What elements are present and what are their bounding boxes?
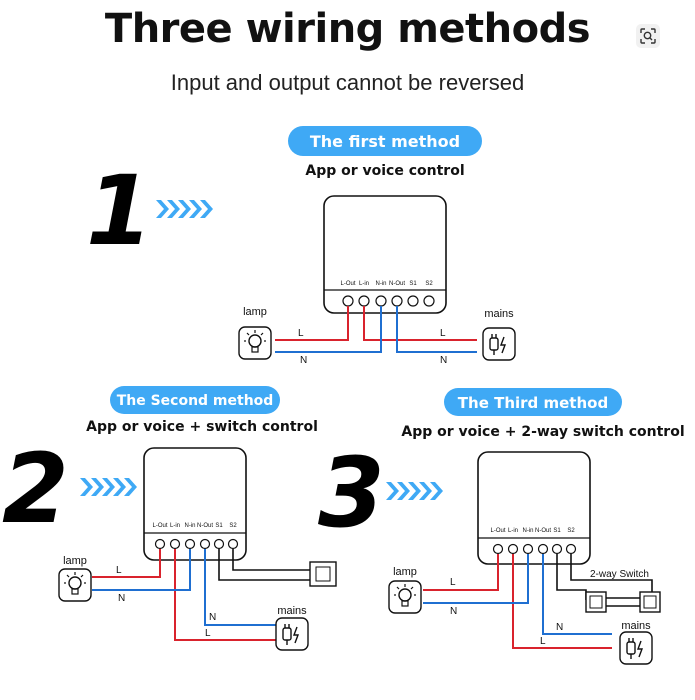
chevron-arrows-icon bbox=[386, 482, 443, 500]
svg-text:L-in: L-in bbox=[508, 528, 518, 534]
page-subtitle: Input and output cannot be reversed bbox=[170, 70, 525, 95]
neutral-wires bbox=[92, 549, 276, 626]
method-2: 2 The Second method App or voice + switc… bbox=[2, 386, 337, 651]
svg-text:L-in: L-in bbox=[170, 523, 180, 529]
method-1: 1 The first method App or voice control … bbox=[86, 126, 516, 366]
live-wires bbox=[92, 549, 276, 641]
svg-text:N-in: N-in bbox=[522, 528, 533, 534]
svg-text:S1: S1 bbox=[215, 523, 223, 529]
svg-text:S2: S2 bbox=[567, 528, 575, 534]
mains-label: mains bbox=[484, 308, 514, 320]
lamp-label: lamp bbox=[243, 306, 267, 318]
method-number: 3 bbox=[318, 437, 385, 549]
live-wires bbox=[423, 554, 612, 649]
svg-text:L: L bbox=[205, 628, 211, 639]
lamp-label: lamp bbox=[393, 566, 417, 578]
mains-label: mains bbox=[621, 620, 651, 632]
svg-text:S1: S1 bbox=[553, 528, 561, 534]
plug-icon bbox=[275, 617, 309, 651]
chevron-arrows-icon bbox=[80, 478, 137, 496]
chevron-arrows-icon bbox=[156, 200, 213, 218]
svg-text:S1: S1 bbox=[409, 281, 417, 287]
method-subtitle: App or voice control bbox=[305, 163, 464, 179]
lamp-label: lamp bbox=[63, 555, 87, 567]
svg-text:L: L bbox=[298, 328, 304, 339]
svg-text:N-in: N-in bbox=[375, 281, 386, 287]
svg-text:N: N bbox=[118, 593, 125, 604]
bulb-icon bbox=[58, 568, 92, 602]
svg-text:N: N bbox=[440, 355, 447, 366]
smart-switch-module: L-Out L-in N-in N-Out S1 S2 bbox=[477, 451, 591, 565]
svg-text:L-Out: L-Out bbox=[490, 528, 505, 534]
plug-icon bbox=[482, 327, 516, 361]
svg-text:N-Out: N-Out bbox=[389, 281, 405, 287]
bulb-icon bbox=[388, 580, 422, 614]
smart-switch-module: L-Out L-in N-in N-Out S1 S2 bbox=[323, 195, 447, 314]
svg-text:L-Out: L-Out bbox=[152, 523, 167, 529]
smart-switch-module: L-Out L-in N-in N-Out S1 S2 bbox=[143, 447, 247, 561]
scan-lens-icon[interactable] bbox=[636, 24, 660, 48]
bulb-icon bbox=[238, 326, 272, 360]
plug-icon bbox=[619, 631, 653, 665]
mains-label: mains bbox=[277, 605, 307, 617]
svg-text:N: N bbox=[556, 622, 563, 633]
svg-text:L-Out: L-Out bbox=[340, 281, 355, 287]
svg-text:N: N bbox=[300, 355, 307, 366]
live-wires bbox=[275, 306, 477, 341]
method-pill: The Second method bbox=[110, 386, 280, 414]
neutral-wires bbox=[423, 554, 612, 635]
svg-text:N-Out: N-Out bbox=[197, 523, 213, 529]
method-subtitle: App or voice + 2-way switch control bbox=[401, 424, 684, 440]
svg-text:N-Out: N-Out bbox=[535, 528, 551, 534]
svg-text:L: L bbox=[450, 577, 456, 588]
svg-text:The first method: The first method bbox=[310, 132, 460, 151]
page-title: Three wiring methods bbox=[104, 6, 591, 52]
svg-text:L: L bbox=[440, 328, 446, 339]
svg-text:The Second method: The Second method bbox=[117, 393, 274, 409]
neutral-wires bbox=[275, 306, 477, 353]
wall-switch-icon bbox=[309, 561, 337, 587]
svg-text:The Third method: The Third method bbox=[458, 394, 608, 412]
svg-text:N: N bbox=[450, 606, 457, 617]
svg-text:S2: S2 bbox=[425, 281, 433, 287]
svg-text:L: L bbox=[540, 636, 546, 647]
method-subtitle: App or voice + switch control bbox=[86, 419, 318, 435]
svg-text:L: L bbox=[116, 565, 122, 576]
svg-text:L-in: L-in bbox=[359, 281, 369, 287]
svg-text:N: N bbox=[209, 612, 216, 623]
method-pill: The first method bbox=[288, 126, 482, 156]
method-3: 3 The Third method App or voice + 2-way … bbox=[318, 388, 685, 665]
switch-label: 2-way Switch bbox=[590, 569, 649, 580]
method-number: 2 bbox=[2, 433, 69, 545]
method-pill: The Third method bbox=[444, 388, 622, 416]
method-number: 1 bbox=[86, 155, 153, 267]
svg-text:N-in: N-in bbox=[184, 523, 195, 529]
two-way-switch-icon bbox=[585, 591, 661, 613]
switch-wires bbox=[218, 549, 310, 581]
svg-text:S2: S2 bbox=[229, 523, 237, 529]
